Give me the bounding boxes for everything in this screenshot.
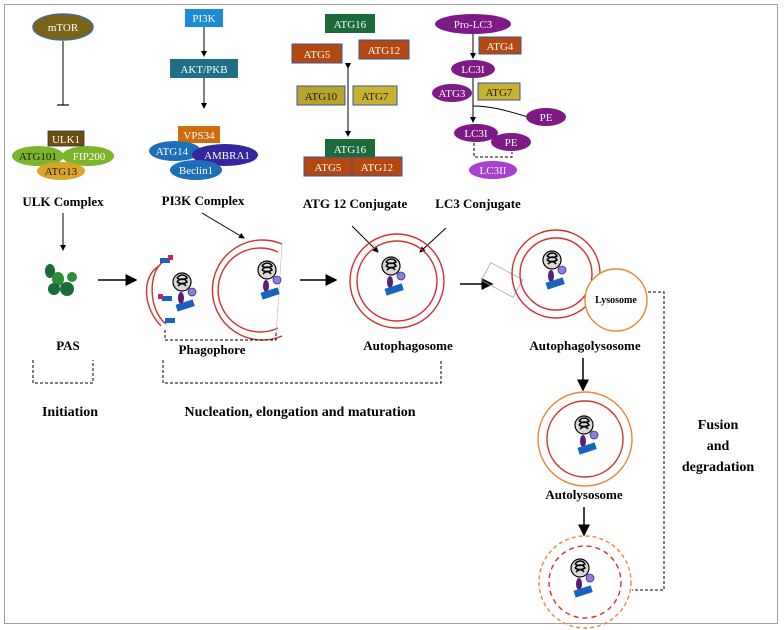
initiation-label: Initiation [42,405,98,420]
autolysosome [537,391,633,487]
atg12-conjugate-title: ATG 12 Conjugate [303,196,408,211]
degraded-vesicle [538,535,632,629]
pas-cluster [45,264,77,296]
fusion-label-3: degradation [682,460,755,475]
atg12-conjugate: ATG16 ATG5 ATG12 ATG10 ATG7 ATG16 ATG5 A… [291,14,410,177]
svg-text:ATG12: ATG12 [368,45,400,57]
svg-text:ATG16: ATG16 [334,19,367,31]
svg-text:LC3I: LC3I [461,64,485,76]
figure-frame [4,4,778,624]
pas-label: PAS [56,338,80,353]
nucleation-label: Nucleation, elongation and maturation [184,405,415,420]
svg-text:ATG5: ATG5 [315,162,342,174]
svg-text:ATG7: ATG7 [486,87,513,99]
svg-text:ATG4: ATG4 [487,41,514,53]
fusion-label-2: and [707,439,730,454]
atg13-label: ATG13 [45,166,78,178]
autolysosome-label: Autolysosome [545,487,623,502]
svg-text:ATG16: ATG16 [334,144,367,156]
fip200-label: FIP200 [73,151,106,163]
svg-text:ATG3: ATG3 [439,88,466,100]
pi3k-complex-title: PI3K Complex [162,193,245,208]
lysosome-label: Lysosome [595,295,637,306]
autophagolysosome [511,229,648,332]
pi3k-node: PI3K [185,9,223,27]
fusion-bracket [632,291,665,591]
svg-text:ATG5: ATG5 [304,49,331,61]
ulk1-label: ULK1 [52,134,80,146]
svg-text:LC3I: LC3I [464,128,488,140]
autophagosome-label: Autophagosome [363,338,453,353]
phagophore-late [211,239,283,341]
svg-text:ATG12: ATG12 [361,162,393,174]
ulk-complex: ULK1 ATG101 FIP200 ATG13 [12,130,114,180]
lc3-conjugate-title: LC3 Conjugate [435,196,521,211]
lc3-conjugate: Pro-LC3 ATG4 LC3I ATG3 ATG7 PE LC3I PE L… [432,14,566,179]
fusion-label-1: Fusion [698,418,739,433]
svg-text:PI3K: PI3K [192,13,215,25]
svg-text:PE: PE [505,137,518,149]
autophagolysosome-label: Autophagolysosome [529,338,640,353]
svg-text:mTOR: mTOR [48,22,79,34]
pi3k-complex: VPS34 ATG14 AMBRA1 Beclin1 [149,126,258,180]
atg14-label: ATG14 [156,146,189,158]
ambra1-label: AMBRA1 [204,150,250,162]
beclin1-label: Beclin1 [179,165,213,177]
ulk-complex-title: ULK Complex [22,194,104,209]
svg-text:ATG10: ATG10 [305,91,338,103]
svg-text:LC3II: LC3II [480,165,507,177]
autophagosome [349,233,445,329]
svg-text:ATG7: ATG7 [362,91,389,103]
svg-text:AKT/PKB: AKT/PKB [180,64,227,76]
phagophore-early [145,255,197,327]
atg101-label: ATG101 [19,151,57,163]
mtor-node: mTOR [32,13,94,41]
vps34-label: VPS34 [183,130,215,142]
svg-text:PE: PE [540,112,553,124]
akt-node: AKT/PKB [170,59,238,78]
phagophore-label: Phagophore [179,342,246,357]
svg-text:Pro-LC3: Pro-LC3 [454,19,493,31]
